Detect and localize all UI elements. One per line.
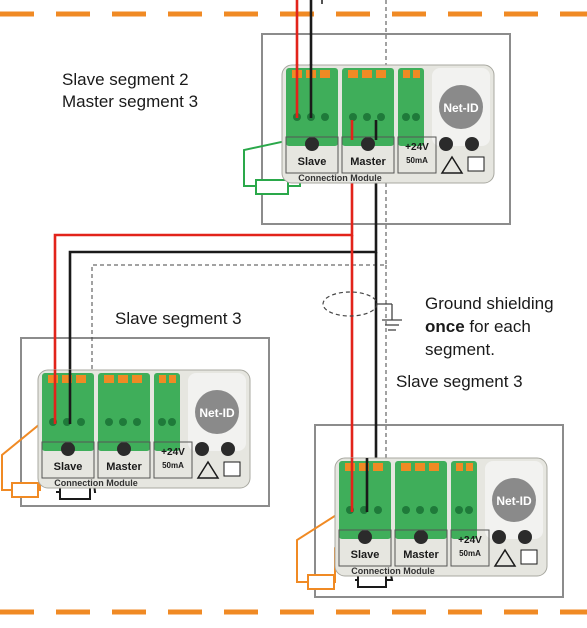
module-footer-label: Connection Module xyxy=(54,478,138,488)
current-label: 50mA xyxy=(162,461,184,470)
master-port-label: Master xyxy=(403,549,439,561)
master-port-label: Master xyxy=(106,461,142,473)
warning-triangle-icon xyxy=(196,460,220,479)
module-footer-label: Connection Module xyxy=(351,566,435,576)
master-port-label: Master xyxy=(350,156,386,168)
voltage-label: +24V xyxy=(405,142,429,153)
warning-triangle-icon xyxy=(440,155,464,174)
netid-label: Net-ID xyxy=(199,406,235,420)
ground-note-line3: segment. xyxy=(425,340,495,359)
logo-icon xyxy=(223,461,241,477)
logo-icon xyxy=(467,156,485,172)
left-module-caption: Slave segment 3 xyxy=(115,309,242,328)
resistor-icon xyxy=(307,574,335,590)
slave-port-label: Slave xyxy=(54,461,83,473)
connection-module-top: Net-ID Slave Master +24V 50mA Connection… xyxy=(281,64,495,184)
ground-note-line2: once for each xyxy=(425,316,531,337)
voltage-label: +24V xyxy=(458,535,482,546)
ground-note-line1: Ground shielding xyxy=(425,294,554,313)
ground-note-line2-rest: for each xyxy=(464,317,531,336)
connection-module-right: Net-ID Slave Master +24V 50mA Connection… xyxy=(334,457,548,577)
slave-port-label: Slave xyxy=(298,156,327,168)
resistor-icon xyxy=(255,179,289,195)
slave-port-label: Slave xyxy=(351,549,380,561)
logo-icon xyxy=(520,549,538,565)
ground-symbol-icon xyxy=(377,303,402,331)
frame-top-module xyxy=(261,33,511,225)
module-footer-label: Connection Module xyxy=(298,173,382,183)
right-module-caption: Slave segment 3 xyxy=(396,372,523,391)
ground-note-emphasis: once xyxy=(425,317,465,336)
voltage-label: +24V xyxy=(161,447,185,458)
frame-right-module xyxy=(314,424,564,598)
shield-ellipse xyxy=(322,291,378,317)
netid-label: Net-ID xyxy=(496,494,532,508)
current-label: 50mA xyxy=(406,156,428,165)
wire-terminations xyxy=(53,64,378,512)
top-module-caption-line1: Slave segment 2 xyxy=(62,70,189,89)
netid-label: Net-ID xyxy=(443,101,479,115)
current-label: 50mA xyxy=(459,549,481,558)
resistor-icon xyxy=(11,482,39,498)
connection-module-left: Net-ID Slave Master +24V 50mA Connection… xyxy=(37,369,251,489)
frame-left-module xyxy=(20,337,270,507)
warning-triangle-icon xyxy=(493,548,517,567)
top-module-caption-line2: Master segment 3 xyxy=(62,92,199,111)
